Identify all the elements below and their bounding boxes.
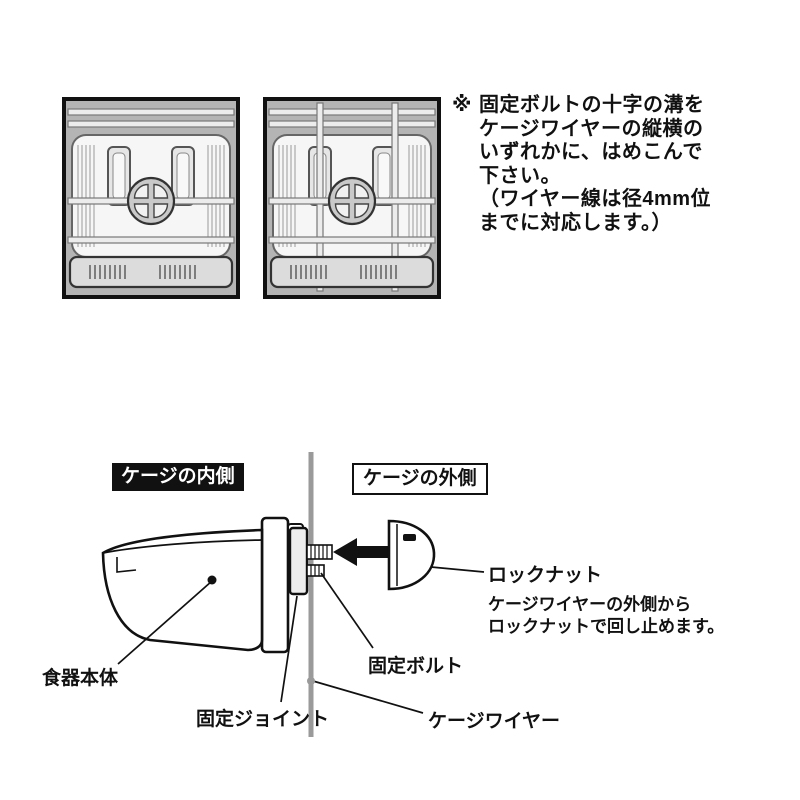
leader-bolt [320,572,374,649]
leader-wire [312,680,424,714]
bolt-label: 固定ボルト [368,656,464,677]
note: ※ 固定ボルトの十字の溝を ケージワイヤーの縦横の いずれかに、はめこんで 下さ… [452,94,711,235]
assembly-diagram [101,452,485,737]
bolt-cross-icon [126,176,176,226]
note-line: までに対応します。） [478,211,672,234]
bowl-label: 食器本体 [42,668,119,689]
cage-wire-line [308,452,314,737]
wire-pointer-dot [307,677,315,685]
leader-lines [117,566,485,714]
lock-nut-note-line: ケージワイヤーの外側から [488,595,692,614]
note-line: ケージワイヤーの縦横の [478,117,704,140]
leader-joint [280,595,298,703]
cage-inside-label: ケージの内側 [112,463,244,491]
lock-nut-note-line: ロックナットで回し止めます。 [488,617,725,636]
cage-outside-label: ケージの外側 [352,463,488,495]
note-line: いずれかに、はめこんで [478,141,703,163]
joint-label: 固定ジョイント [196,709,330,730]
note-line: （ワイヤー線は径4mm位 [478,188,712,210]
note-lines: 固定ボルトの十字の溝を ケージワイヤーの縦横の いずれかに、はめこんで 下さい。… [479,94,711,235]
leader-bowl [117,580,213,665]
bowl-shape [101,516,304,654]
lock-nut-shape [387,519,436,591]
note-line: 下さい。 [478,164,561,187]
note-line: 固定ボルトの十字の溝を [478,94,705,116]
lock-nut-label: ロックナット [488,565,603,586]
cage-illustration-grid-wire [263,97,441,299]
joint-shape [288,526,309,596]
leader-lock-nut [430,566,485,573]
bolt-cross-icon [327,176,377,226]
note-marker: ※ [452,94,472,116]
bolt-shape [306,544,333,577]
wire-label: ケージワイヤー [428,711,561,732]
cage-illustration-horizontal-wire [62,97,240,299]
arrow-left-icon [333,538,394,566]
